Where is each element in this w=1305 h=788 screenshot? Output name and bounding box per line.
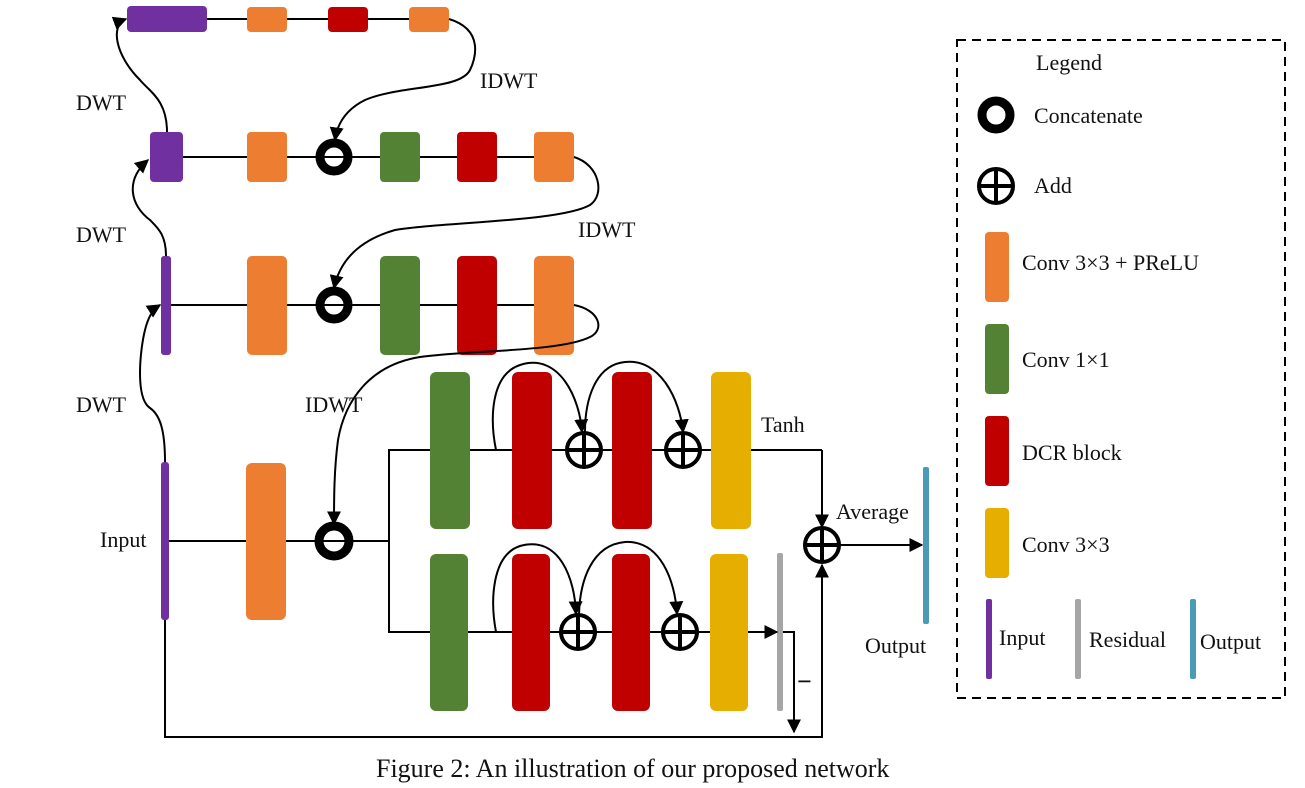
level-1-concatenate-icon bbox=[315, 286, 353, 324]
level-1-conv1x1 bbox=[380, 256, 420, 355]
legend-label-output: Output bbox=[1200, 629, 1261, 654]
legend-input-bar bbox=[986, 599, 992, 679]
input-skip-wire bbox=[164, 563, 829, 738]
tanh-branch-dcr-block-2 bbox=[612, 372, 652, 529]
figure-caption: Figure 2: An illustration of our propose… bbox=[376, 754, 889, 783]
residual-branch-conv3x3 bbox=[710, 554, 748, 711]
legend-border bbox=[956, 39, 1286, 699]
tanh-skip-arrow-2 bbox=[584, 360, 689, 434]
legend-label-conv3x3-prelu: Conv 3×3 + PReLU bbox=[1022, 250, 1199, 275]
level-2 bbox=[150, 132, 574, 182]
level-0-concatenate-icon bbox=[314, 521, 354, 561]
tanh-branch bbox=[430, 360, 829, 529]
tanh-skip-arrow-1 bbox=[491, 361, 589, 451]
residual-bar bbox=[777, 553, 783, 711]
level-1-conv3x3-prelu-2 bbox=[534, 256, 574, 355]
residual-skip-arrow-1 bbox=[492, 543, 583, 633]
legend-residual-bar bbox=[1075, 599, 1081, 679]
residual-branch-dcr-block-1 bbox=[512, 554, 550, 711]
idwt-label-top: IDWT bbox=[480, 68, 538, 93]
legend-label-conv3x3: Conv 3×3 bbox=[1022, 532, 1110, 557]
tanh-branch-dcr-block-1 bbox=[512, 372, 552, 529]
idwt-arrow-top bbox=[329, 18, 477, 142]
level-2-input-block bbox=[150, 132, 183, 182]
level-3-dcr-block bbox=[328, 7, 368, 32]
residual-skip-arrow-2 bbox=[578, 540, 684, 616]
input-label: Input bbox=[100, 527, 146, 552]
idwt-arrow-low bbox=[327, 304, 600, 526]
idwt-label-low: IDWT bbox=[305, 392, 363, 417]
level-1-conv3x3-prelu-1 bbox=[247, 256, 287, 355]
level-3-conv3x3-prelu-2 bbox=[409, 7, 449, 32]
dwt-label-low: DWT bbox=[76, 392, 127, 417]
legend-label-add: Add bbox=[1034, 173, 1072, 198]
level-3-conv3x3-prelu-1 bbox=[247, 7, 287, 32]
dwt-label-mid: DWT bbox=[76, 222, 127, 247]
legend-title: Legend bbox=[1036, 50, 1102, 75]
tanh-add-icon-2 bbox=[664, 431, 702, 469]
legend-dcr-block-swatch bbox=[985, 416, 1009, 486]
subtract-arrow bbox=[783, 631, 801, 734]
level-0 bbox=[161, 462, 389, 620]
residual-add-icon-1 bbox=[559, 613, 597, 651]
dwt-arrow-top bbox=[111, 16, 168, 133]
legend-label-conv1x1: Conv 1×1 bbox=[1022, 347, 1110, 372]
average-label: Average bbox=[836, 499, 909, 524]
output-bar bbox=[923, 467, 929, 624]
split-wire-bottom bbox=[388, 541, 430, 633]
add-icon bbox=[977, 167, 1015, 205]
input-bar bbox=[161, 462, 169, 620]
output-label: Output bbox=[865, 633, 926, 658]
level-2-concatenate-icon bbox=[315, 138, 353, 176]
tanh-branch-conv1x1 bbox=[430, 372, 470, 529]
level-1-input-bar bbox=[161, 256, 171, 355]
idwt-arrow-mid bbox=[329, 156, 600, 290]
concatenate-icon bbox=[977, 96, 1015, 134]
level-0-conv3x3-prelu bbox=[246, 463, 286, 620]
legend-conv3x3-swatch bbox=[985, 508, 1009, 578]
dwt-label-top: DWT bbox=[76, 90, 127, 115]
residual-branch-conv1x1 bbox=[430, 554, 468, 711]
level-2-dcr-block bbox=[457, 132, 497, 182]
level-3 bbox=[127, 6, 449, 32]
level-1 bbox=[161, 256, 574, 355]
legend-label-dcr-block: DCR block bbox=[1022, 440, 1122, 465]
residual-add-icon-2 bbox=[661, 613, 699, 651]
legend-label-input: Input bbox=[999, 625, 1045, 650]
minus-label: − bbox=[797, 667, 812, 696]
tanh-label: Tanh bbox=[761, 412, 805, 437]
idwt-label-mid: IDWT bbox=[578, 217, 636, 242]
tanh-branch-conv3x3 bbox=[711, 372, 751, 529]
legend-label-concatenate: Concatenate bbox=[1034, 103, 1143, 128]
level-1-dcr-block bbox=[457, 256, 497, 355]
level-2-conv1x1 bbox=[380, 132, 420, 182]
split-wire-top bbox=[388, 449, 430, 541]
residual-branch bbox=[430, 540, 801, 734]
legend-label-residual: Residual bbox=[1089, 627, 1166, 652]
legend-output-bar bbox=[1190, 599, 1196, 679]
dwt-arrow-mid bbox=[131, 159, 167, 257]
level-2-conv3x3-prelu-1 bbox=[247, 132, 287, 182]
average-add-icon bbox=[803, 526, 841, 564]
dwt-arrow-low bbox=[139, 304, 166, 463]
legend-conv1x1-swatch bbox=[985, 324, 1009, 394]
legend-conv3x3-prelu-swatch bbox=[985, 232, 1009, 302]
legend: Legend Concatenate Add Conv 3×3 + PReLU … bbox=[956, 39, 1286, 699]
tanh-add-icon-1 bbox=[565, 431, 603, 469]
level-2-conv3x3-prelu-2 bbox=[534, 132, 574, 182]
level-3-input-block bbox=[127, 6, 207, 32]
residual-branch-dcr-block-2 bbox=[612, 554, 650, 711]
